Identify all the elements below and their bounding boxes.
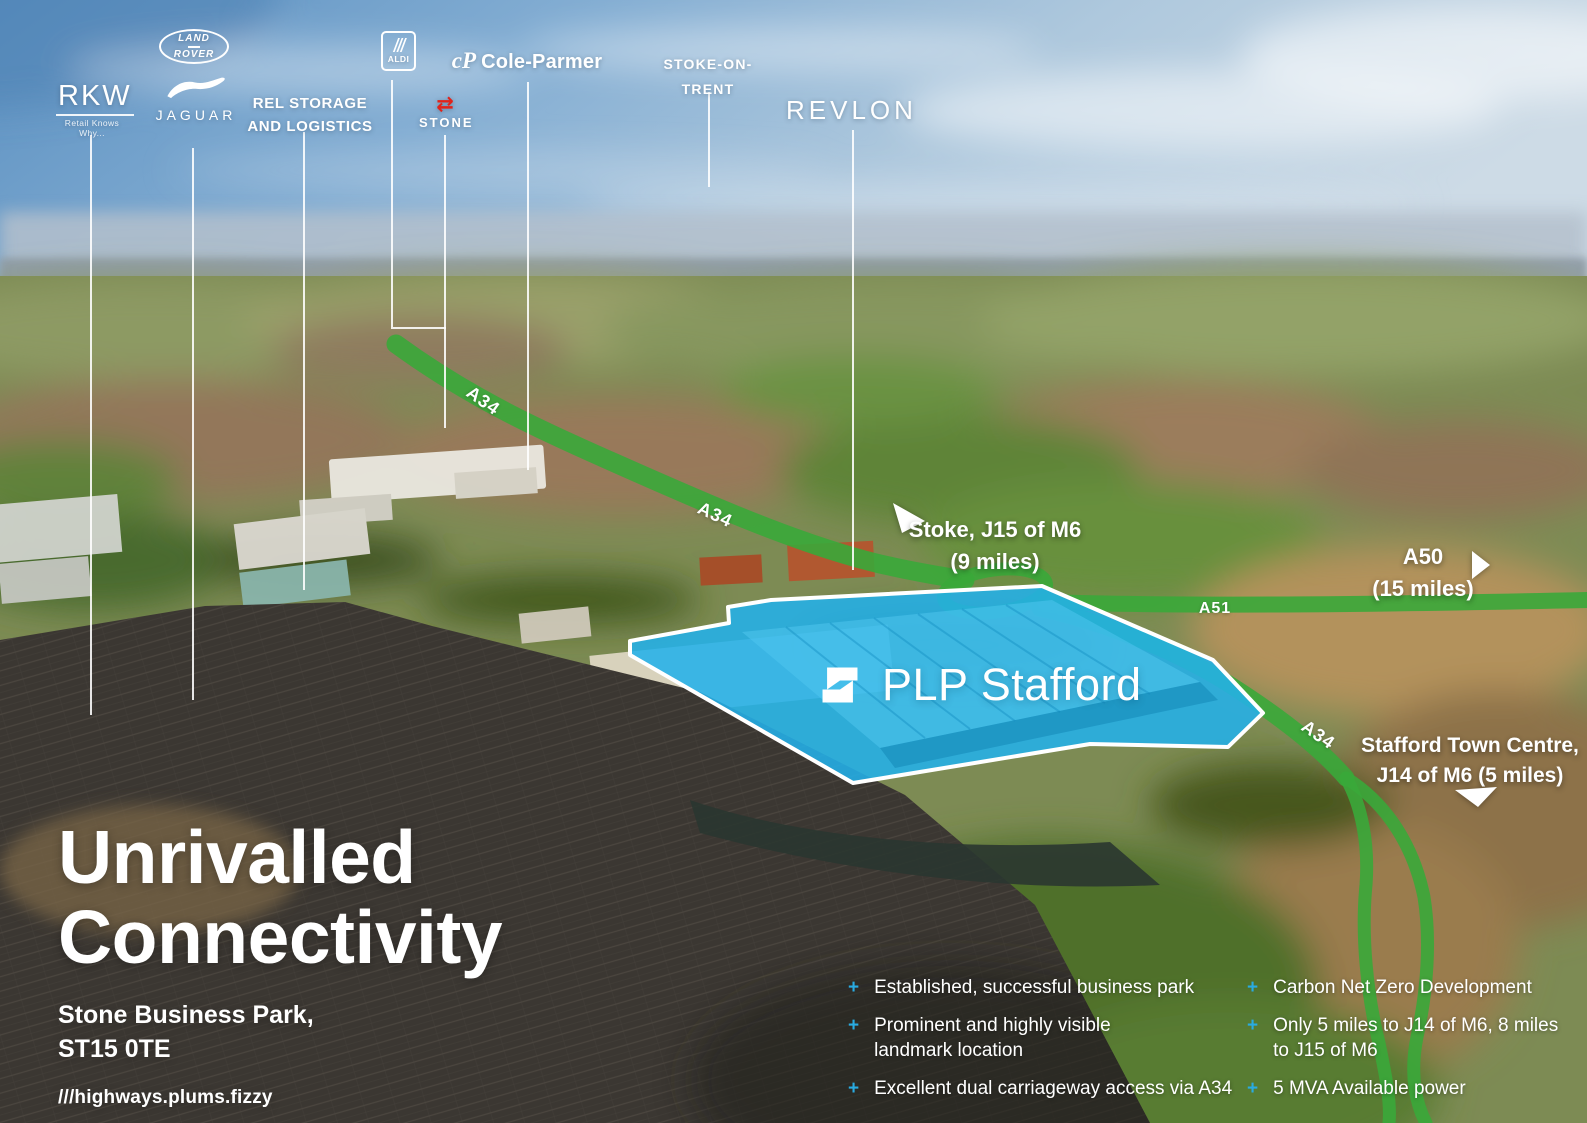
revlon-logo: REVLON (786, 95, 913, 126)
plus-bullet-icon: + (848, 1077, 860, 1099)
leader-line-cole-parmer (527, 82, 529, 470)
stoke-on-trent-line2: TRENT (681, 81, 735, 98)
plus-bullet-icon: + (848, 1015, 860, 1037)
national-rail-icon: ⇄ (436, 93, 454, 116)
revlon-wordmark: REVLON (786, 95, 917, 125)
leader-line-jaguar (192, 148, 194, 700)
plp-logo-mark-icon (822, 667, 858, 702)
aldi-logo: ALDI (381, 31, 416, 71)
a50-direction-arrow-icon (1472, 551, 1490, 579)
feature-item: + Excellent dual carriageway access via A… (848, 1077, 1248, 1101)
land-rover-word-rover: ROVER (173, 48, 215, 60)
plp-stafford-brand: PLP Stafford (820, 662, 1142, 707)
jaguar-leaper-icon (167, 77, 225, 99)
callout-a50-line1: A50 (1402, 544, 1444, 569)
cole-parmer-mark: cP (451, 48, 477, 73)
feature-text: 5 MVA Available power (1273, 1077, 1466, 1099)
what3words-address: ///highways.plums.fizzy (58, 1086, 273, 1108)
callout-a50: A50 (15 miles) (1372, 541, 1474, 605)
stoke-on-trent-label: STOKE-ON- TRENT (652, 52, 764, 102)
jaguar-wordmark: JAGUAR (155, 107, 237, 123)
plus-bullet-icon: + (848, 977, 860, 998)
rkw-wordmark: RKW (56, 82, 134, 116)
address-line1: Stone Business Park, (58, 1001, 314, 1029)
land-rover-word-land: LAND (178, 33, 210, 44)
leader-line-rkw (90, 135, 92, 715)
rel-storage-line1: REL STORAGE (252, 95, 368, 112)
rkw-tagline: Retail Knows Why... (64, 118, 120, 138)
leader-line-stone (444, 135, 446, 428)
feature-item: + Established, successful business park (848, 976, 1248, 1000)
plus-bullet-icon: + (1247, 977, 1259, 998)
address-line2: ST15 0TE (58, 1034, 171, 1063)
leader-line-aldi (391, 80, 393, 327)
stafford-direction-arrow-icon (1455, 787, 1497, 807)
callout-stafford-line2: J14 of M6 (5 miles) (1376, 764, 1564, 788)
stoke-on-trent-line1: STOKE-ON- (663, 56, 753, 72)
jaguar-logo: JAGUAR (152, 76, 240, 123)
stone-station-label: STONE (419, 114, 474, 130)
land-rover-logo: LAND ROVER (159, 29, 229, 64)
feature-item: +5 MVA Available power (1247, 1077, 1577, 1101)
warehouse-render (742, 600, 1218, 768)
callout-stafford: Stafford Town Centre, J14 of M6 (5 miles… (1361, 731, 1579, 792)
headline-line1: Unrivalled (58, 815, 416, 899)
features-column-1: + Established, successful business park + P… (848, 976, 1248, 1101)
aldi-wordmark: ALDI (387, 54, 410, 64)
headline-line2: Connectivity (58, 894, 503, 979)
plus-bullet-icon: + (1247, 1015, 1259, 1037)
land-rover-divider (188, 45, 200, 48)
cole-parmer-logo: cP Cole-Parmer (446, 48, 608, 74)
leader-line-rel-storage (303, 132, 305, 590)
callout-stoke-line2: (9 miles) (950, 548, 1040, 574)
features-column-2: + Carbon Net Zero Development + Only 5 mile… (1247, 976, 1577, 1101)
feature-text: Established, successful business park (874, 977, 1195, 998)
feature-item: + Carbon Net Zero Development (1247, 976, 1577, 1000)
rkw-logo: RKW Retail Knows Why... (56, 82, 134, 138)
callout-stoke-line1: Stoke, J15 of M6 (908, 517, 1082, 542)
rel-storage-logo: REL STORAGE AND LOGISTICS (237, 92, 383, 139)
plp-stafford-wordmark: PLP Stafford (882, 659, 1142, 710)
stone-station-logo: ⇄ STONE (419, 93, 474, 130)
feature-text: Carbon Net Zero Development (1273, 977, 1532, 998)
plus-bullet-icon: + (1247, 1077, 1259, 1099)
leader-line-revlon (852, 130, 854, 570)
callout-a50-line2: (15 miles) (1372, 575, 1474, 601)
aldi-stripes-icon (392, 38, 407, 52)
cole-parmer-wordmark: Cole-Parmer (481, 51, 603, 73)
callout-stoke-j15: Stoke, J15 of M6 (9 miles) (909, 514, 1081, 578)
title-block: Unrivalled Connectivity Stone Business P… (58, 815, 503, 1109)
stoke-direction-arrow-icon (893, 503, 925, 533)
leader-line-aldi-jog (391, 327, 446, 329)
road-label-a51: A51 (1198, 600, 1232, 617)
leader-line-stoke-on-trent (708, 92, 710, 187)
callout-stafford-line1: Stafford Town Centre, (1361, 734, 1579, 757)
feature-text: Excellent dual carriageway access via A3… (874, 1077, 1233, 1099)
rel-storage-line2: AND LOGISTICS (247, 118, 373, 136)
